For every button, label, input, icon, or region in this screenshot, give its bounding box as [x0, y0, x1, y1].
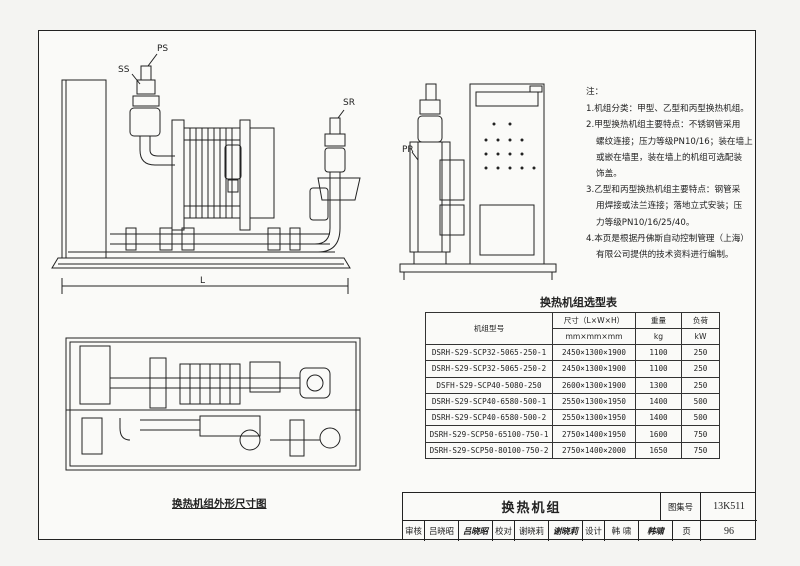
table-title: 换热机组选型表 [540, 296, 617, 309]
note-line: 力等级PN10/16/25/40。 [596, 217, 695, 228]
design-label: 设计 [583, 521, 605, 541]
label-ss: SS [118, 65, 130, 75]
cell-load: 750 [681, 425, 720, 443]
side-elevation [399, 83, 557, 280]
cell-size: 2750×1400×2000 [552, 441, 636, 460]
front-elevation [51, 53, 361, 294]
header-size: 尺寸（L×W×H） [552, 312, 636, 329]
cell-model: DSRH-S29-SCP32-5065-250-1 [425, 343, 553, 362]
note-line: 有限公司提供的技术资料进行编制。 [596, 250, 734, 261]
header-model: 机组型号 [425, 312, 553, 345]
unit-weight: kg [635, 328, 682, 345]
cell-model: DSRH-S29-SCP40-6580-500-2 [425, 409, 553, 427]
note-line: 2.甲型换热机组主要特点：不锈钢管采用 [586, 120, 741, 131]
plan-view [65, 337, 361, 471]
cell-model: DSRH-S29-SCP40-6580-500-1 [425, 392, 553, 411]
note-line: 3.乙型和丙型换热机组主要特点：钢管采 [586, 185, 741, 196]
drawing-title: 换热机组 [403, 493, 661, 521]
cell-model: DSRH-S29-SCP32-5065-250-2 [425, 360, 553, 378]
cell-load: 250 [681, 343, 720, 362]
header-load: 负荷 [681, 312, 720, 329]
cell-size: 2450×1300×1900 [552, 360, 636, 378]
notes-heading: 注： [586, 87, 604, 97]
set-number-label: 图集号 [661, 493, 701, 521]
check-label: 校对 [493, 521, 515, 541]
cell-size: 2600×1300×1900 [552, 376, 636, 394]
review-label: 审核 [403, 521, 425, 541]
cell-load: 750 [681, 441, 720, 460]
note-line: 或嵌在墙里，装在墙上的机组可选配装 [596, 152, 743, 163]
figure-caption: 换热机组外形尺寸图 [172, 498, 267, 510]
table-units-row: mm×mm×mm kg kW [426, 328, 720, 345]
label-sr: SR [343, 98, 355, 108]
unit-load: kW [681, 328, 720, 345]
page-number: 96 [724, 525, 734, 537]
cell-weight: 1400 [635, 409, 682, 427]
note-line: 4.本页是根据丹佛斯自动控制管理（上海） [586, 233, 749, 244]
cell-model: DSRH-S29-SCP50-80100-750-2 [425, 441, 553, 460]
label-pr: PR [402, 145, 414, 155]
cell-weight: 1100 [635, 343, 682, 362]
label-ps: PS [157, 44, 169, 54]
cell-weight: 1650 [635, 441, 682, 460]
set-number: 13K511 [701, 493, 757, 521]
cell-load: 250 [681, 360, 720, 378]
signature-row: 审核 吕晓昭 吕晓昭 校对 谢晓莉 谢晓莉 设计 韩 啸 韩啸 页 96 [403, 521, 757, 541]
designer-name: 韩 啸 [605, 521, 639, 541]
cell-weight: 1300 [635, 376, 682, 394]
note-line: 用焊接或法兰连接；落地立式安装；压 [596, 201, 743, 212]
note-line: 1.机组分类：甲型、乙型和丙型换热机组。 [586, 104, 749, 115]
table-header-row: 机组型号 尺寸（L×W×H） 重量 负荷 [425, 312, 720, 345]
reviewer-name: 吕晓昭 [425, 521, 459, 541]
cell-load: 500 [681, 409, 720, 427]
checker-signature: 谢晓莉 [549, 521, 583, 541]
cell-size: 2550×1300×1950 [552, 409, 636, 427]
title-block: 换热机组 图集号 13K511 审核 吕晓昭 吕晓昭 校对 谢晓莉 谢晓莉 设计… [402, 492, 757, 541]
unit-size: mm×mm×mm [552, 328, 636, 345]
cell-weight: 1600 [635, 425, 682, 443]
cell-model: DSFH-S29-SCP40-5080-250 [425, 376, 553, 394]
checker-name: 谢晓莉 [515, 521, 549, 541]
cell-load: 250 [681, 376, 720, 394]
designer-signature: 韩啸 [639, 521, 673, 541]
cell-weight: 1400 [635, 392, 682, 411]
cell-size: 2550×1300×1950 [552, 392, 636, 411]
note-line: 螺纹连接；压力等级PN10/16；装在墙上 [596, 136, 753, 147]
note-line: 饰盖。 [596, 169, 622, 180]
cell-size: 2750×1400×1950 [552, 425, 636, 443]
cell-weight: 1100 [635, 360, 682, 378]
reviewer-signature: 吕晓昭 [459, 521, 493, 541]
header-weight: 重量 [635, 312, 682, 329]
notes: 注： 1.机组分类：甲型、乙型和丙型换热机组。 2.甲型换热机组主要特点：不锈钢… [586, 84, 776, 263]
cell-size: 2450×1300×1900 [552, 343, 636, 362]
dimension-l: L [200, 276, 206, 286]
selection-table: 机组型号 尺寸（L×W×H） 重量 负荷 mm×mm×mm kg kW DSRH… [425, 312, 720, 460]
cell-model: DSRH-S29-SCP50-65100-750-1 [425, 425, 553, 443]
page-label: 页 [673, 521, 701, 541]
cell-load: 500 [681, 392, 720, 411]
